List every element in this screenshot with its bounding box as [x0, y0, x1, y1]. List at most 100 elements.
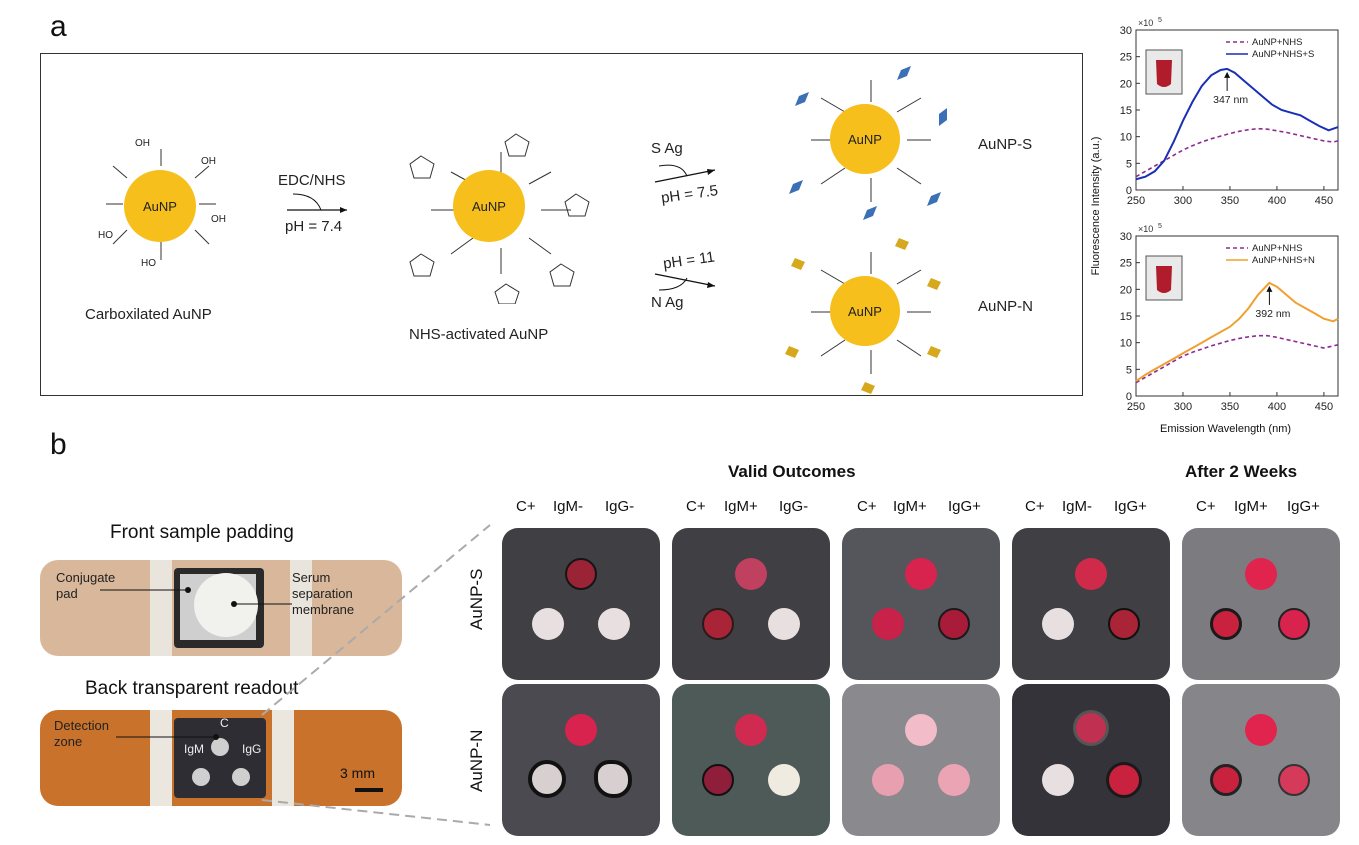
control-dot [905, 558, 937, 590]
igm-label: IgM [184, 742, 205, 756]
igg-dot [594, 760, 632, 798]
igg-label: IgG [242, 742, 262, 756]
np-label: AuNP [848, 131, 882, 147]
n-reagent: N Ag [651, 294, 684, 311]
peak-arrowhead [1224, 71, 1231, 78]
col3-igg: IgG+ [948, 498, 981, 515]
x-tick-label: 400 [1268, 401, 1286, 413]
legend-label-1: AuNP+NHS+N [1252, 255, 1315, 266]
y-tick-label: 15 [1120, 105, 1132, 117]
scale-label: 3 mm [340, 765, 375, 781]
scale-bar [355, 788, 383, 792]
tile-n-1 [502, 684, 660, 836]
igg-dot [768, 764, 800, 796]
carboxylated-label: Carboxilated AuNP [85, 306, 212, 323]
vial-icon [1156, 60, 1172, 87]
series-line-0 [1135, 334, 1339, 384]
y-tick-label: 20 [1120, 284, 1132, 296]
np-label: AuNP [143, 198, 177, 214]
igg-dot [1106, 762, 1142, 798]
sample-pad [174, 568, 264, 648]
col3-igm: IgM+ [893, 498, 927, 515]
col5-c: C+ [1196, 498, 1216, 515]
col1-igg: IgG- [605, 498, 635, 515]
step1-reagent: EDC/NHS [278, 172, 346, 189]
x-tick-label: 300 [1174, 195, 1192, 207]
nhs-ligands [409, 133, 590, 304]
c-label: C [220, 716, 229, 730]
col4-igm: IgM- [1062, 498, 1092, 515]
row-label-aunp-s: AuNP-S [467, 568, 486, 630]
aunp-s-ligands [789, 66, 947, 220]
igm-dot [1210, 608, 1242, 640]
y-tick-label: 15 [1120, 311, 1132, 323]
legend-label-0: AuNP+NHS [1252, 243, 1302, 254]
axis-multiplier: ×10 [1138, 224, 1153, 234]
igg-dot [768, 608, 800, 640]
step1-arrow-icon [287, 193, 347, 213]
igm-dot [872, 764, 904, 796]
col1-c: C+ [516, 498, 536, 515]
igg-dot [938, 608, 970, 640]
igg-dot [1108, 608, 1140, 640]
y-tick-label: 10 [1120, 338, 1132, 350]
igm-dot [1042, 764, 1074, 796]
nhs-activated-label: NHS-activated AuNP [409, 326, 549, 343]
igg-dot [1278, 608, 1310, 640]
control-dot [565, 714, 597, 746]
x-tick-label: 350 [1221, 195, 1239, 207]
group-oh-1: OH [135, 138, 150, 149]
legend-label-0: AuNP+NHS [1252, 37, 1302, 48]
series-line-1 [1135, 67, 1339, 181]
group-ho-1: HO [141, 258, 156, 269]
group-oh-3: OH [211, 214, 226, 225]
x-tick-label: 400 [1268, 195, 1286, 207]
y-tick-label: 25 [1120, 258, 1132, 270]
x-tick-label: 300 [1174, 401, 1192, 413]
control-dot [1075, 558, 1107, 590]
tile-n-2 [672, 684, 830, 836]
y-tick-label: 0 [1126, 185, 1132, 197]
serum-membrane-label: Serum separation membrane [292, 570, 355, 617]
axis-multiplier-exp: 5 [1158, 223, 1162, 230]
y-tick-label: 5 [1126, 364, 1132, 376]
igm-dot [532, 608, 564, 640]
panel-letter-a: a [50, 10, 67, 43]
aunp-s: AuNP [830, 104, 900, 174]
aunp-nhs: AuNP [453, 170, 525, 242]
peak-label: 392 nm [1255, 308, 1290, 320]
igm-dot [1210, 764, 1242, 796]
group-oh-2: OH [201, 156, 216, 167]
row-label-aunp-n: AuNP-N [467, 729, 486, 792]
serum-membrane [194, 573, 258, 637]
front-title: Front sample padding [110, 522, 294, 543]
control-dot [1073, 710, 1109, 746]
tile-n-4 [1012, 684, 1170, 836]
control-dot [735, 714, 767, 746]
igg-dot [598, 608, 630, 640]
axis-multiplier: ×10 [1138, 18, 1153, 28]
control-dot [1245, 558, 1277, 590]
front-photo [40, 560, 402, 656]
col5-igg: IgG+ [1287, 498, 1320, 515]
x-tick-label: 450 [1315, 401, 1333, 413]
group-ho-2: HO [98, 230, 113, 241]
control-dot [905, 714, 937, 746]
tile-s-5 [1182, 528, 1340, 680]
x-tick-label: 350 [1221, 401, 1239, 413]
back-title: Back transparent readout [85, 678, 299, 699]
col5-igm: IgM+ [1234, 498, 1268, 515]
col3-c: C+ [857, 498, 877, 515]
series-line-0 [1135, 127, 1339, 178]
vial-icon [1156, 266, 1172, 293]
y-tick-label: 25 [1120, 52, 1132, 64]
x-tick-label: 250 [1127, 195, 1145, 207]
series-line-1 [1135, 281, 1339, 382]
detection-zone-label: Detection zone [54, 718, 109, 749]
col2-igg: IgG- [779, 498, 809, 515]
y-tick-label: 30 [1120, 25, 1132, 37]
readout-window [174, 718, 266, 798]
igg-dot [1278, 764, 1310, 796]
